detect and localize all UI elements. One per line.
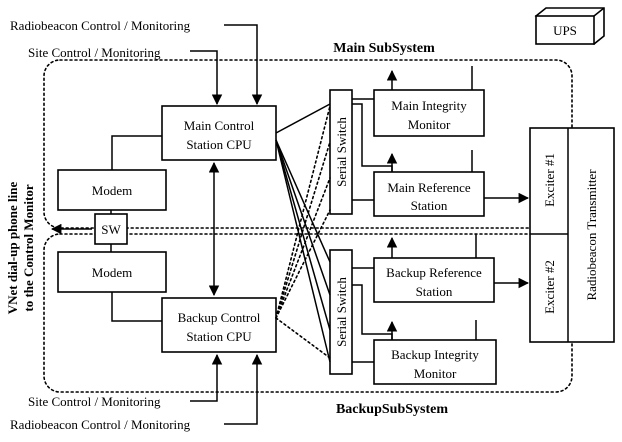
radiobeacon-control-top-label: Radiobeacon Control / Monitoring — [10, 18, 191, 33]
serial-switch-backup-box — [329, 249, 353, 375]
sw-label: SW — [101, 222, 121, 237]
serial-switch-main-box — [329, 89, 353, 215]
main-cpu-modem-link — [111, 135, 162, 170]
modem-top-box — [57, 169, 167, 211]
main-cpu-connections — [275, 103, 331, 363]
vnet-label-1: VNet dial-up phone line — [5, 181, 20, 314]
radiobeacon-top-arrow — [224, 24, 263, 106]
backup-subsystem-boundary — [43, 233, 573, 393]
backup-integrity-box — [373, 339, 497, 385]
vnet-label-2: to the Control Monitor — [21, 184, 36, 311]
main-cpu-label-1: Main Control — [184, 118, 255, 133]
main-subsystem-boundary — [43, 59, 573, 229]
site-control-top-label: Site Control / Monitoring — [28, 45, 161, 60]
site-bottom-arrow — [190, 353, 223, 402]
serial-switch-backup-label: Serial Switch — [334, 277, 349, 347]
backup-integrity-label-2: Monitor — [414, 366, 457, 381]
transmitter-label: Radiobeacon Transmitter — [584, 169, 599, 301]
modem-bottom-label: Modem — [92, 265, 132, 280]
ups-box: UPS — [534, 7, 605, 45]
exciter2-label: Exciter #2 — [542, 260, 557, 314]
backup-cpu-connections — [275, 105, 331, 359]
site-control-bottom-label: Site Control / Monitoring — [28, 394, 161, 409]
backup-reference-label-2: Station — [416, 284, 453, 299]
backup-integrity-label-1: Backup Integrity — [391, 347, 479, 362]
radiobeacon-bottom-arrow — [224, 353, 263, 425]
sw-box — [94, 213, 128, 245]
backup-cpu-box — [161, 297, 277, 353]
exciter1-label: Exciter #1 — [542, 153, 557, 207]
main-integrity-label-1: Main Integrity — [391, 98, 467, 113]
backup-cpu-label-1: Backup Control — [178, 310, 261, 325]
main-cpu-box — [161, 105, 277, 161]
main-reference-label-1: Main Reference — [387, 180, 471, 195]
main-integrity-box — [373, 89, 485, 137]
main-reference-label-2: Station — [411, 198, 448, 213]
serial-switch-links — [352, 98, 393, 363]
radiobeacon-control-bottom-label: Radiobeacon Control / Monitoring — [10, 417, 191, 432]
backup-reference-label-1: Backup Reference — [386, 265, 482, 280]
modem-top-label: Modem — [92, 183, 132, 198]
module-power-lines — [471, 66, 477, 340]
main-integrity-label-2: Monitor — [408, 117, 451, 132]
site-top-arrow — [190, 50, 223, 106]
main-subsystem-title: Main SubSystem — [333, 41, 435, 56]
modem-bottom-box — [57, 251, 167, 293]
main-cpu-label-2: Station CPU — [186, 137, 252, 152]
backup-cpu-label-2: Station CPU — [186, 329, 252, 344]
serial-switch-main-label: Serial Switch — [334, 117, 349, 187]
ups-label: UPS — [553, 23, 577, 38]
backup-cpu-modem-link — [111, 292, 162, 322]
transmitter-box — [529, 127, 615, 343]
backup-reference-box — [373, 257, 495, 303]
backup-subsystem-title: BackupSubSystem — [336, 402, 448, 417]
main-reference-box — [373, 171, 485, 217]
